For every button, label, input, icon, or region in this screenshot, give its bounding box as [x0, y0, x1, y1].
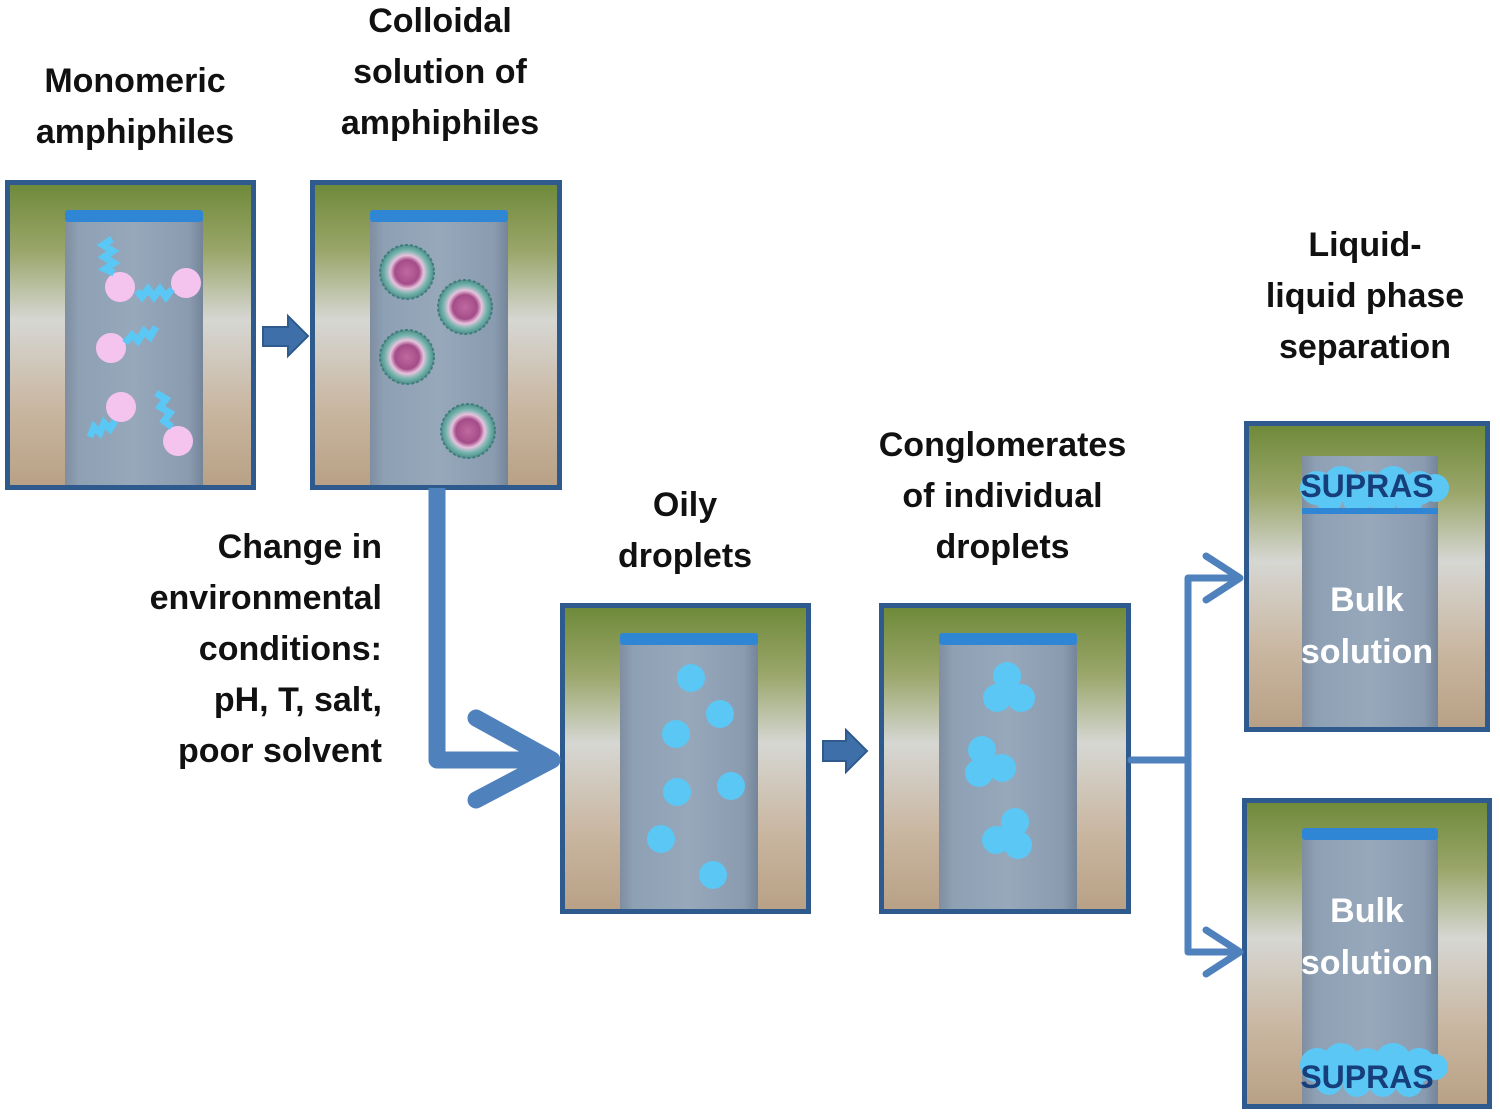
droplet-cluster [982, 808, 1032, 859]
micelle [379, 329, 435, 385]
caption-oily-droplets: Oily droplets [575, 480, 795, 582]
droplet [662, 720, 690, 748]
arrow-colloidal-to-oily-head [467, 709, 561, 809]
caption-line: Liquid- [1308, 226, 1422, 264]
caption-line: Colloidal [368, 2, 512, 40]
caption-line: Monomeric [44, 62, 226, 100]
tube-image [10, 185, 251, 485]
droplet [717, 772, 745, 800]
caption-line: amphiphiles [35, 113, 235, 151]
panel-supras-top: SUPRAS Bulk solution [1244, 421, 1490, 732]
caption-line: environmental [149, 579, 382, 617]
amphiphile-tail [86, 416, 118, 440]
arrow-fork-head-top [1202, 552, 1244, 604]
caption-line: solution of [353, 53, 527, 91]
panel-colloidal [310, 180, 562, 490]
caption-llps: Liquid- liquid phase separation [1240, 220, 1490, 373]
supras-layer [1300, 466, 1449, 514]
micelle [379, 244, 435, 300]
arrow-fork [1127, 574, 1240, 956]
supras-label: SUPRAS [1300, 1059, 1434, 1095]
panel-oily-droplets [560, 603, 811, 914]
caption-line: poor solvent [177, 732, 382, 770]
tube-image [315, 185, 557, 485]
droplet [677, 664, 705, 692]
amphiphile-tail [122, 325, 160, 347]
caption-line: of individual [902, 477, 1103, 515]
caption-line: separation [1279, 328, 1451, 366]
amphiphile-head [105, 272, 135, 302]
caption-line: Conglomerates [878, 426, 1127, 464]
amphiphile-head [171, 268, 201, 298]
arrow-oily-to-conglomerates [822, 727, 869, 775]
amphiphile-tail [134, 283, 175, 303]
caption-line: amphiphiles [340, 104, 540, 142]
supras-layer [1300, 1043, 1448, 1097]
amphiphile-head [96, 333, 126, 363]
tube-image [1249, 426, 1485, 727]
droplet [647, 825, 675, 853]
caption-colloidal-solution: Colloidal solution of amphiphiles [310, 0, 570, 149]
droplet [699, 861, 727, 889]
caption-line: Oily [652, 486, 718, 524]
bulk-line: Bulk [1330, 892, 1404, 930]
supras-label: SUPRAS [1300, 468, 1434, 504]
arrow-monomeric-to-colloidal [262, 313, 310, 359]
droplet [706, 700, 734, 728]
panel-conglomerates [879, 603, 1131, 914]
tube-image [884, 608, 1126, 909]
caption-line: droplets [935, 528, 1070, 566]
droplet-cluster [965, 736, 1016, 787]
caption-line: droplets [617, 537, 753, 575]
bulk-line: solution [1300, 944, 1434, 982]
amphiphile-tail [154, 389, 176, 430]
caption-monomeric-amphiphiles: Monomeric amphiphiles [10, 56, 260, 158]
caption-line: Change in [217, 528, 382, 566]
caption-line: pH, T, salt, [213, 681, 382, 719]
droplet-cluster [983, 662, 1035, 712]
arrow-fork-head-bottom [1202, 926, 1244, 978]
caption-conglomerates: Conglomerates of individual droplets [860, 420, 1145, 573]
panel-monomeric [5, 180, 256, 490]
caption-change-conditions: Change in environmental conditions: pH, … [100, 522, 382, 777]
amphiphile-tail [96, 236, 121, 277]
caption-line: conditions: [198, 630, 382, 668]
bulk-solution-label: Bulk solution [1249, 574, 1485, 678]
arrow-colloidal-to-oily [428, 488, 548, 769]
amphiphile-head [163, 426, 193, 456]
panel-supras-bottom: Bulk solution SUPRAS [1242, 798, 1492, 1109]
amphiphile-head [106, 392, 136, 422]
caption-line: liquid phase [1265, 277, 1465, 315]
bulk-line: Bulk [1330, 581, 1404, 619]
bulk-line: solution [1300, 633, 1434, 671]
tube-image [1247, 803, 1487, 1104]
micelle [440, 403, 496, 459]
droplet [663, 778, 691, 806]
amphiphile-group [86, 236, 201, 456]
bulk-solution-label: Bulk solution [1247, 885, 1487, 989]
micelle [437, 279, 493, 335]
tube-image [565, 608, 806, 909]
